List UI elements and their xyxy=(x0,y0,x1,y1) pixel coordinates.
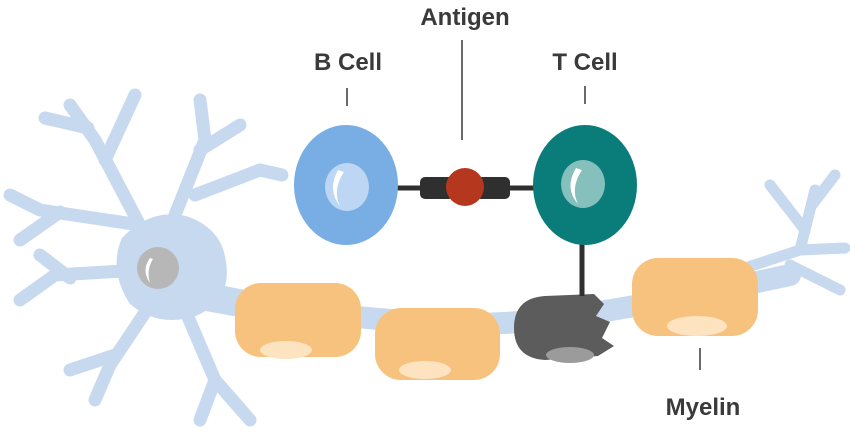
neuron-dendrites xyxy=(3,88,289,427)
antigen-bridge xyxy=(395,168,540,206)
myelin-sheath-2 xyxy=(375,308,500,380)
antigen-label: Antigen xyxy=(420,4,509,31)
b-cell xyxy=(294,125,398,245)
neuron-nucleus xyxy=(137,247,179,289)
myelin-sheath-3 xyxy=(632,258,758,336)
myelin-sheath-1 xyxy=(235,283,361,359)
t-cell xyxy=(533,125,637,245)
neuron xyxy=(3,88,289,427)
antigen-molecule xyxy=(446,168,484,206)
t-cell-label: T Cell xyxy=(552,49,617,76)
b-cell-label: B Cell xyxy=(314,49,382,76)
myelin-label: Myelin xyxy=(666,394,741,421)
right-dendrites xyxy=(739,169,850,296)
leader-lines xyxy=(346,40,701,370)
damaged-myelin xyxy=(514,294,614,363)
